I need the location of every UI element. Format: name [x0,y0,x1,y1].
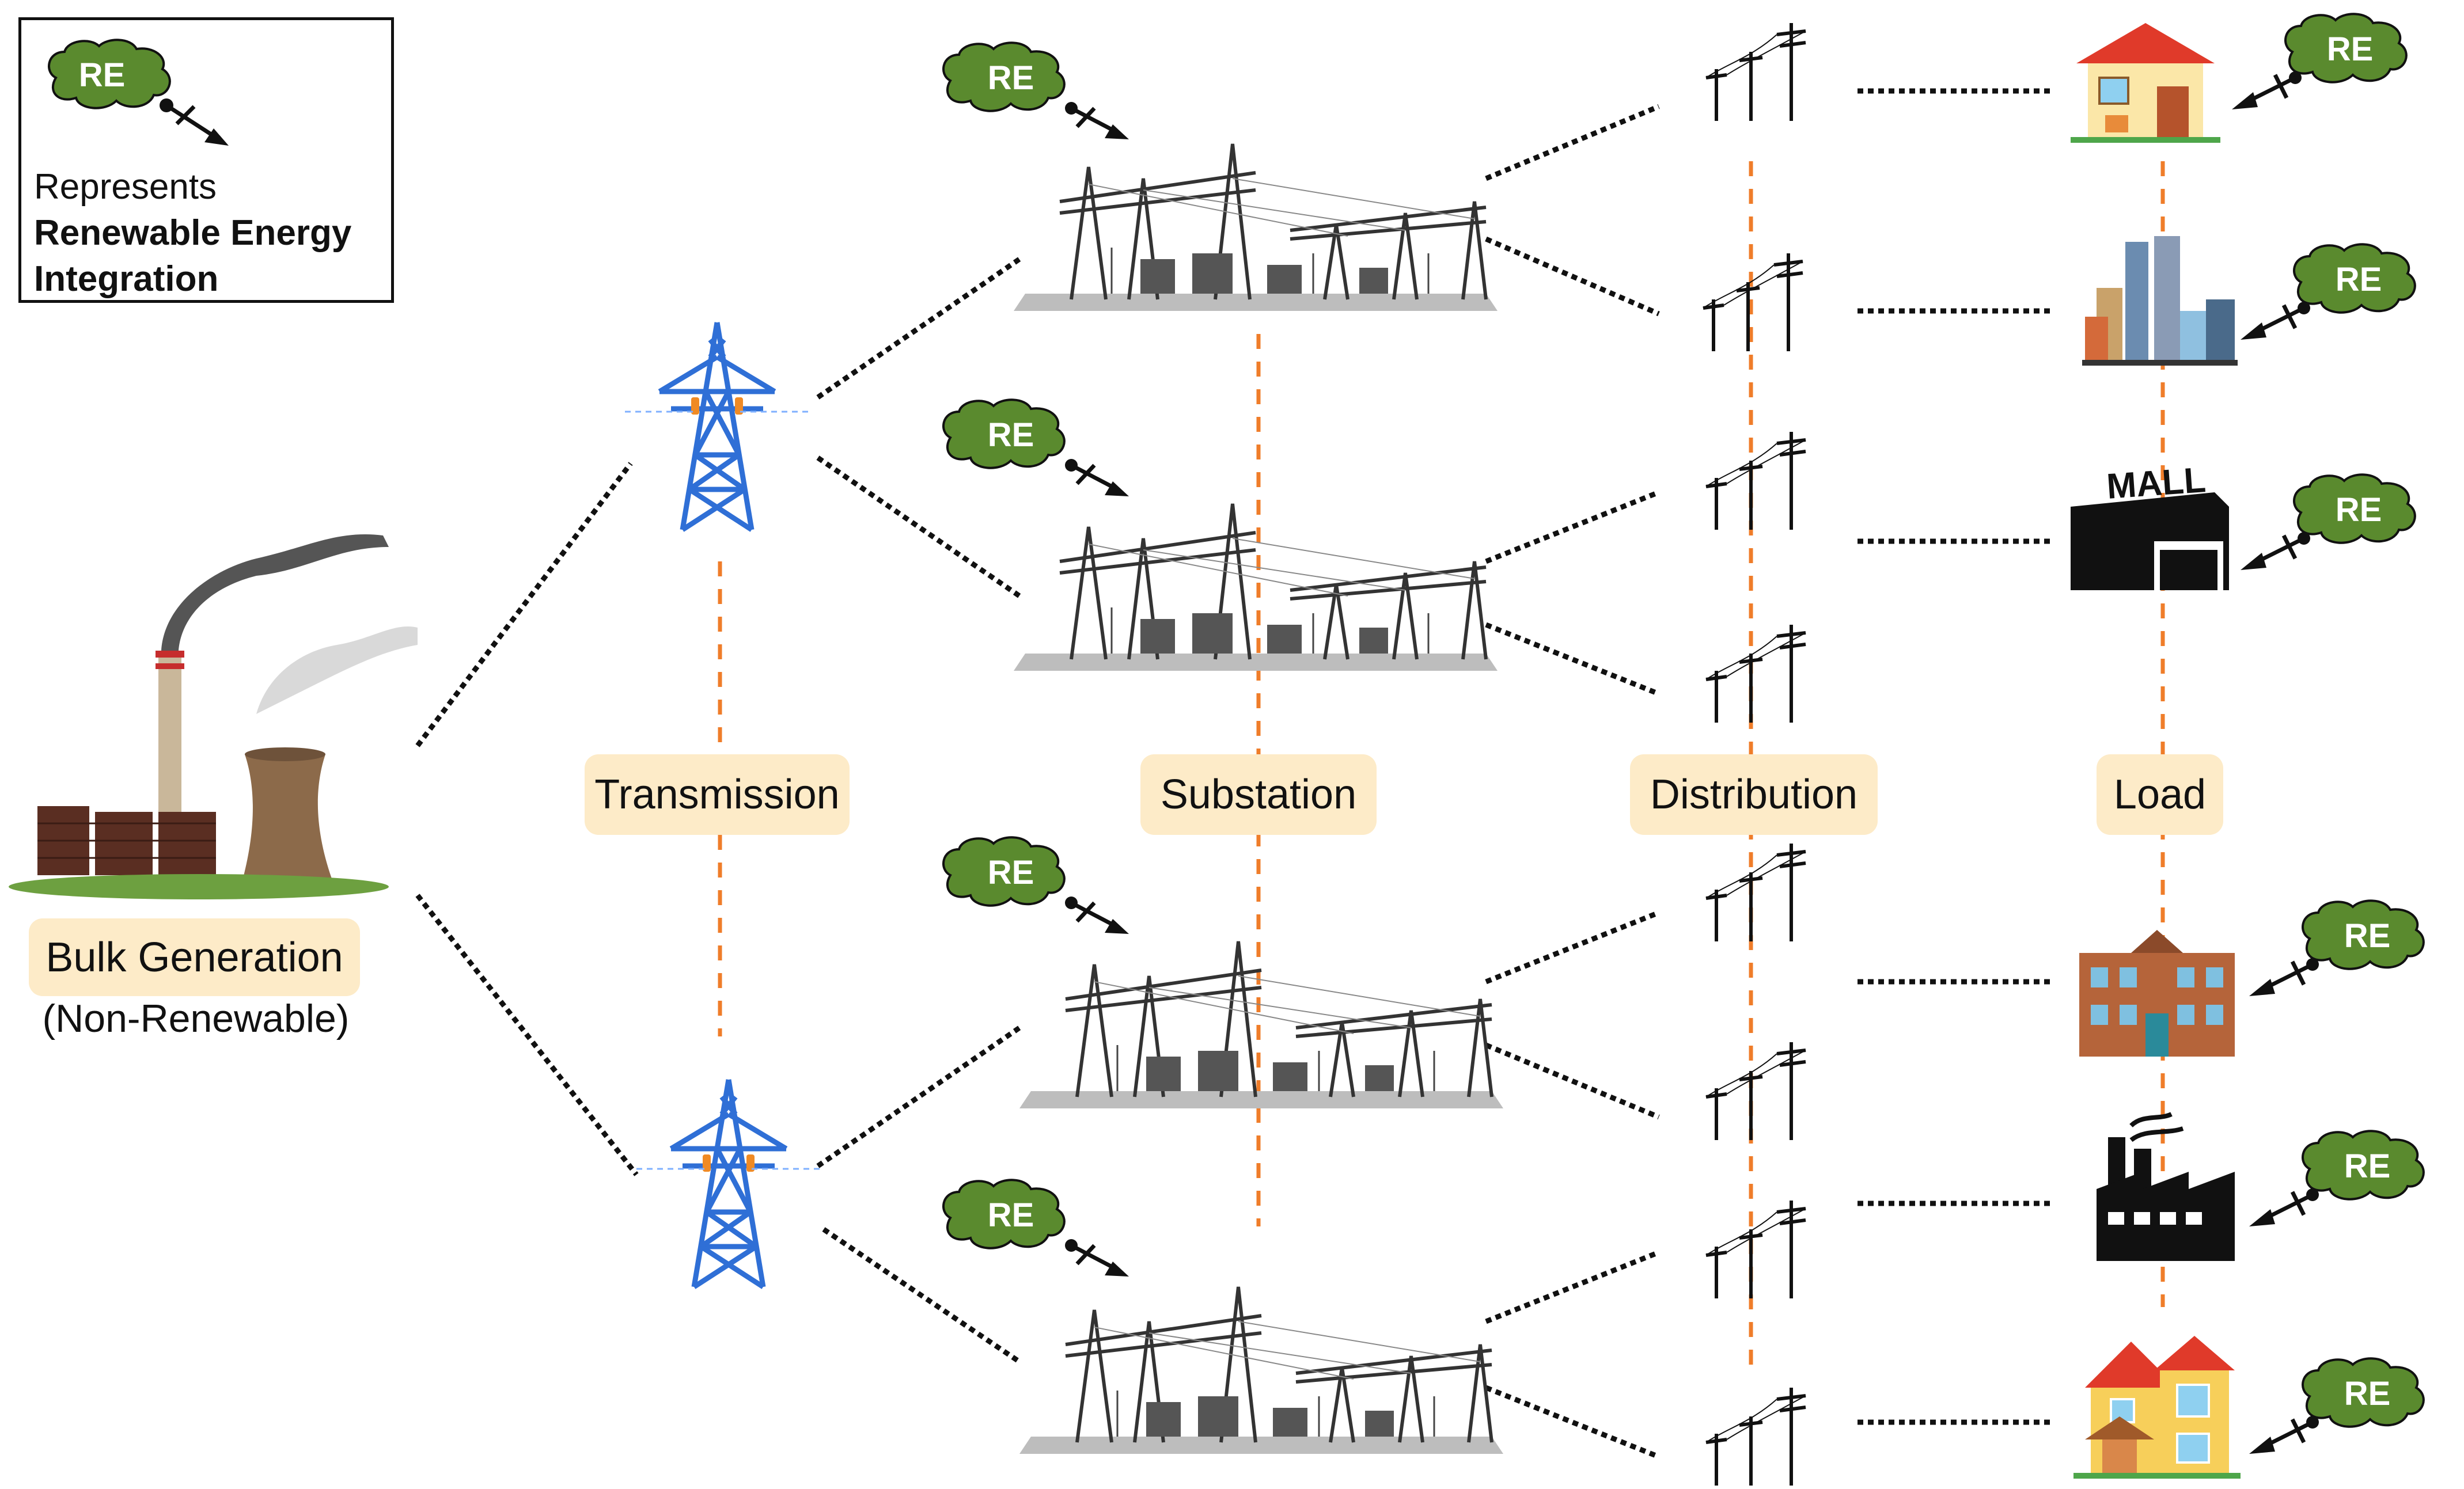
re-badge-text: RE [988,416,1034,454]
re-badge-text: RE [2336,261,2382,298]
re-badge-substation-4: RE [942,1179,1129,1277]
non-renewable-caption: (Non-Renewable) [42,997,350,1040]
distribution-pole-icon-6 [1706,1042,1806,1140]
re-badge-load-3: RE [2241,473,2416,570]
connection-lines [415,88,2050,1460]
distribution-pole-icon-1 [1706,23,1806,121]
re-badge-load-2: RE [2241,243,2416,340]
re-badge-text: RE [988,854,1034,891]
house-icon [2071,23,2220,143]
re-badge-text: RE [2344,1148,2391,1185]
re-badge-load-6: RE [2249,1357,2425,1454]
transmission-tower-icon-1 [625,322,809,530]
re-badge-text: RE [988,59,1034,97]
distribution-pole-icon-4 [1706,625,1806,723]
load-label: Load [2097,754,2223,835]
distribution-pole-icon-8 [1706,1388,1806,1486]
distribution-pole-icon-3 [1706,432,1806,530]
re-badge-substation-1: RE [942,41,1129,139]
legend-line-2: Renewable Energy [34,213,352,253]
re-badge-load-5: RE [2249,1130,2425,1226]
city-buildings-icon [2082,236,2238,366]
legend-text: Represents Renewable Energy Integration [34,164,351,302]
re-badge-load-4: RE [2249,899,2425,996]
residential-house-icon [2073,1336,2241,1479]
factory-icon [2097,1112,2235,1261]
stage-dividers [718,161,2165,1370]
re-badge-text: RE [2327,31,2374,68]
re-badge-substation-2: RE [942,398,1129,496]
mall-sign-text: MALL [2105,460,2207,507]
legend-re-badge: RE [48,39,229,146]
legend-box: RE Represents Renewable Energy Integrati… [18,17,394,303]
substation-icon-1 [1014,144,1498,311]
substation-label: Substation [1140,754,1377,835]
cloud-icon [48,39,171,109]
re-badge-text: RE [2344,1375,2391,1412]
distribution-pole-icon-7 [1706,1201,1806,1298]
transmission-tower-icon-2 [636,1080,821,1287]
school-building-icon [2079,930,2235,1057]
power-plant-icon [7,533,419,901]
re-badge-text: RE [2344,917,2391,955]
distribution-pole-icon-5 [1706,844,1806,941]
re-badge-text: RE [2336,491,2382,529]
substation-icon-2 [1014,504,1498,671]
bulk-generation-label: Bulk Generation [29,918,360,996]
legend-line-3: Integration [34,259,219,299]
distribution-label: Distribution [1630,754,1878,835]
re-badge-load-1: RE [2232,13,2408,109]
re-badges: RE RE RE RE [942,13,2425,1454]
substation-icon-3 [1019,941,1503,1108]
legend-re-text: RE [79,56,126,94]
mall-icon: MALL [2071,460,2229,590]
legend-line-1: Represents [34,167,217,207]
substation-icon-4 [1019,1287,1503,1454]
re-badge-text: RE [988,1196,1034,1234]
re-badge-substation-3: RE [942,836,1129,934]
transmission-label: Transmission [585,754,850,835]
connector-arrow-icon [160,98,229,146]
